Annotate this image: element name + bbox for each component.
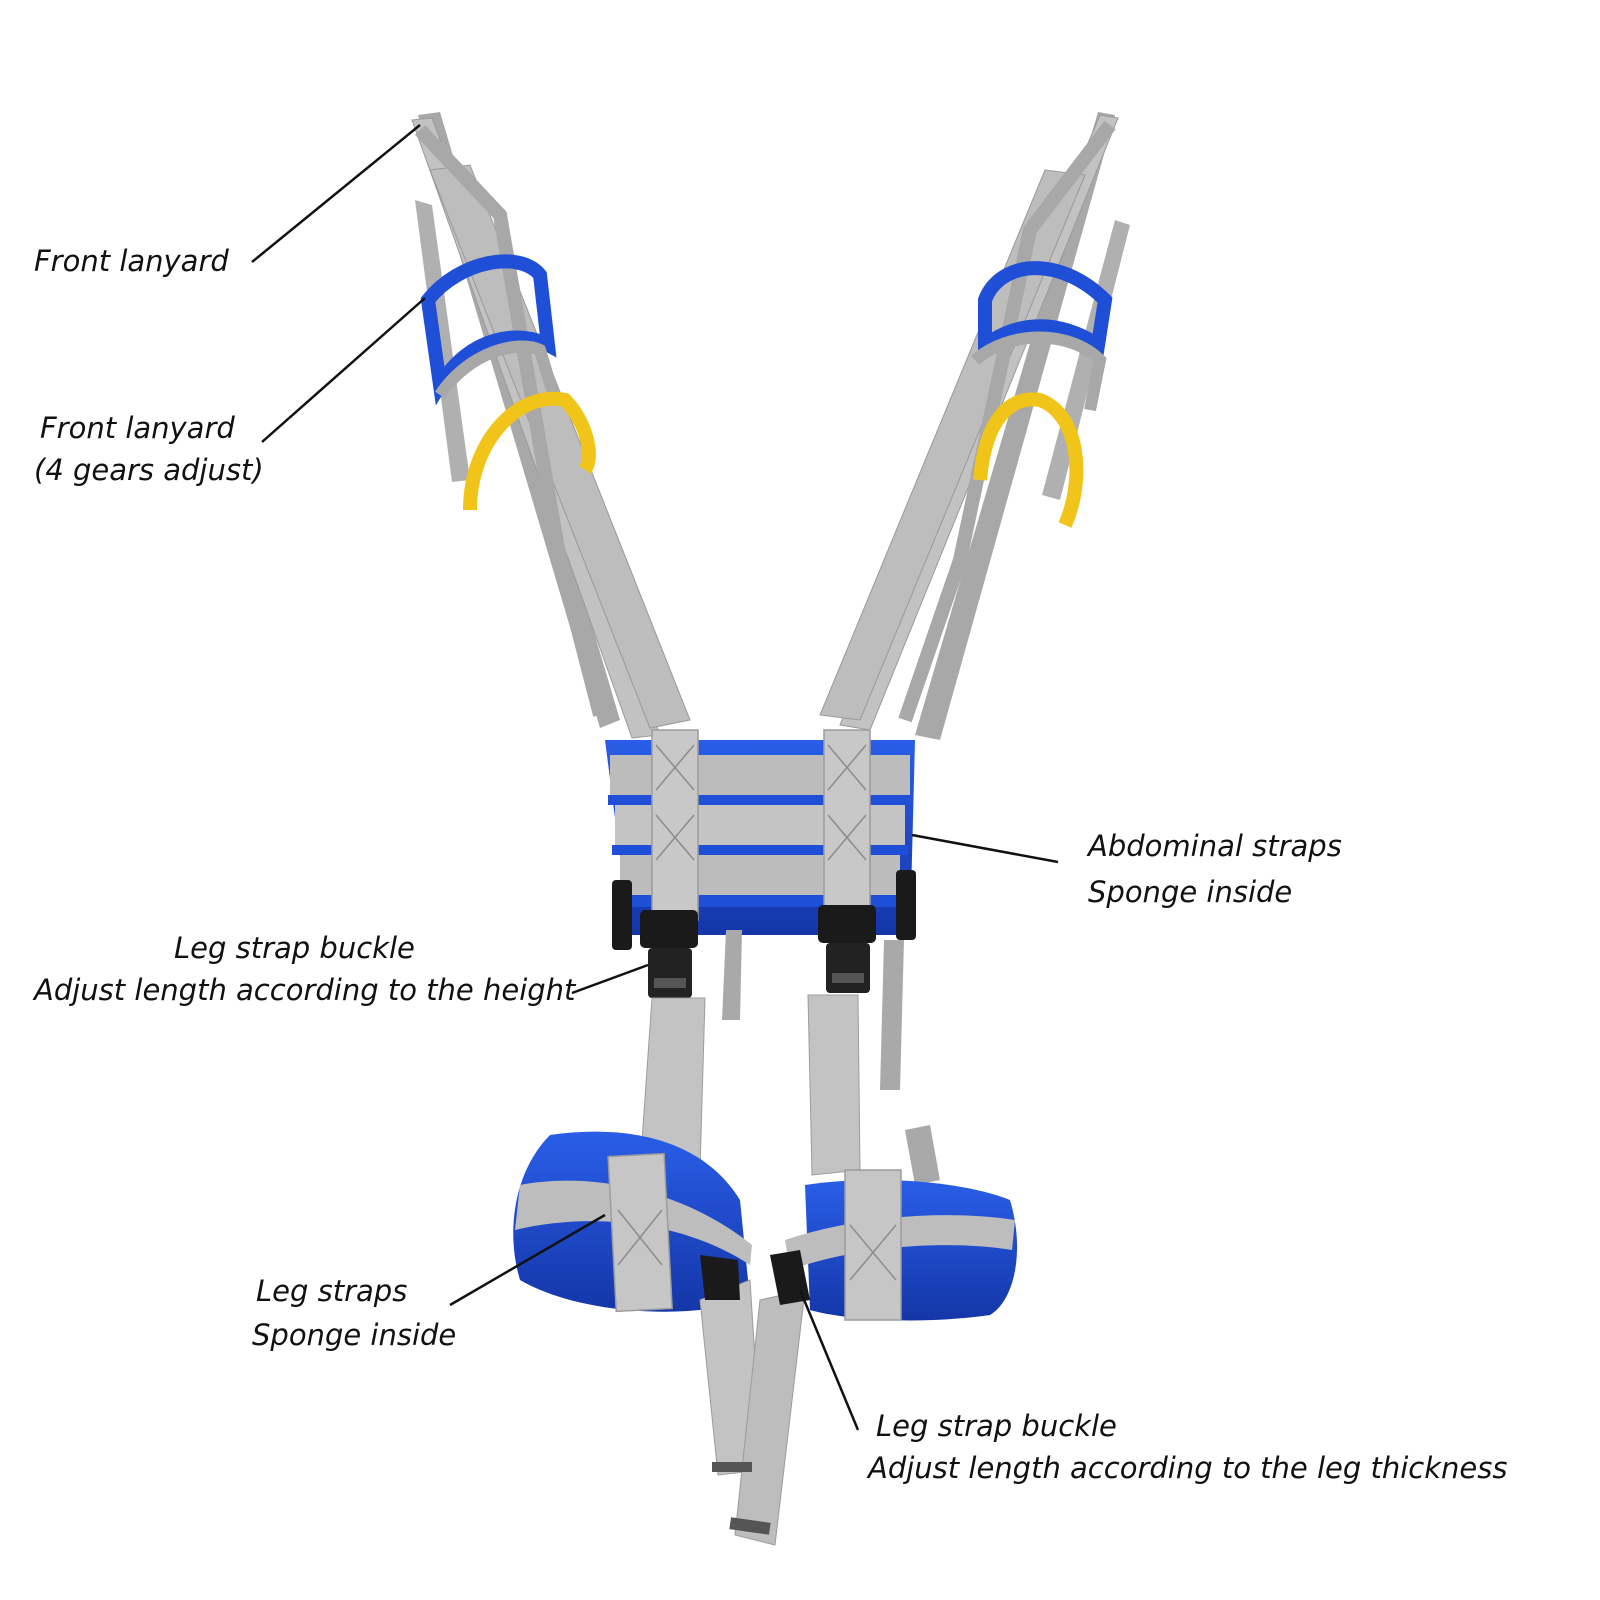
hanging-adjust-straps: [699, 1250, 810, 1546]
right-shoulder-lanyards: [819, 112, 1130, 740]
abdominal-belt: [605, 729, 915, 935]
leader-front-lanyard-adjust: [261, 297, 426, 443]
leader-lines: [251, 124, 1059, 1431]
leader-front-lanyard: [251, 124, 421, 263]
label-leg-strap-buckle-thickness: Leg strap buckle Adjust length according…: [868, 1409, 1508, 1486]
leader-abdominal: [911, 833, 1059, 864]
leader-leg-straps: [449, 1213, 606, 1307]
right-leg-cuff: [785, 1169, 1018, 1321]
leg-strap-buckles: [612, 870, 916, 998]
leader-leg-buckle-thickness: [798, 1289, 860, 1431]
label-front-lanyard-adjust: Front lanyard (4 gears adjust): [34, 411, 264, 488]
label-leg-strap-buckle-height: Leg strap buckle Adjust length according…: [34, 931, 576, 1008]
left-leg-cuff: [513, 1131, 752, 1313]
label-leg-straps: Leg straps Sponge inside: [252, 1274, 457, 1353]
leader-leg-buckle-height: [571, 963, 649, 995]
label-abdominal-straps: Abdominal straps Sponge inside: [1088, 829, 1342, 910]
left-shoulder-lanyards: [411, 112, 691, 739]
label-front-lanyard: Front lanyard: [34, 244, 229, 278]
leg-vertical-straps: [639, 930, 940, 1185]
